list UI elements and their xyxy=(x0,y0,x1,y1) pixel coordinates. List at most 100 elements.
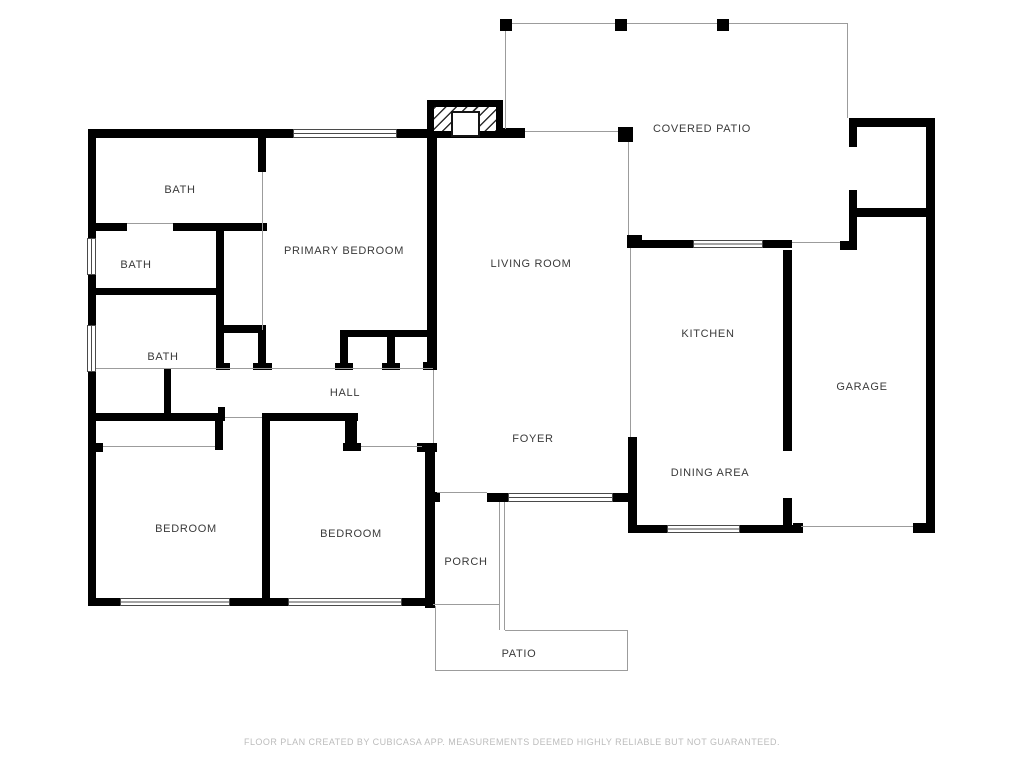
wall-segment xyxy=(783,498,792,533)
wall-segment xyxy=(343,443,361,451)
wall-segment xyxy=(487,493,508,502)
wall-segment xyxy=(849,127,857,147)
wall-segment xyxy=(215,421,223,450)
room-label-bath-3: BATH xyxy=(147,351,179,363)
wall-segment xyxy=(253,363,272,370)
wall-segment xyxy=(216,363,230,370)
room-boundary-line xyxy=(628,142,629,235)
wall-segment xyxy=(88,288,224,295)
room-boundary-line xyxy=(801,526,913,527)
wall-segment xyxy=(88,129,293,138)
wall-segment xyxy=(425,452,435,608)
room-boundary-line xyxy=(847,23,848,118)
wall-segment xyxy=(849,190,857,250)
wall-segment xyxy=(503,128,525,138)
wall-segment xyxy=(630,525,667,533)
wall-segment xyxy=(262,413,358,421)
wall-segment xyxy=(740,525,793,533)
room-boundary-line xyxy=(435,670,627,671)
window-bedroom-2 xyxy=(288,598,402,606)
room-boundary-line xyxy=(627,630,628,671)
room-label-bath-1: BATH xyxy=(164,184,196,196)
window-left-bath-2 xyxy=(87,238,96,275)
wall-segment xyxy=(258,333,266,368)
wall-segment xyxy=(218,407,225,413)
room-label-bath-2: BATH xyxy=(120,259,152,271)
disclaimer-text: FLOOR PLAN CREATED BY CUBICASA APP. MEAS… xyxy=(244,737,780,747)
room-boundary-line xyxy=(361,446,422,447)
wall-segment xyxy=(857,208,927,217)
wall-segment xyxy=(840,241,857,250)
wall-segment xyxy=(88,598,433,606)
room-boundary-line xyxy=(262,172,263,330)
wall-segment xyxy=(642,240,693,248)
room-label-dining-area: DINING AREA xyxy=(670,467,750,479)
room-boundary-line xyxy=(525,131,618,132)
wall-segment xyxy=(783,250,792,451)
wall-segment xyxy=(335,363,353,370)
room-label-porch: PORCH xyxy=(444,556,488,568)
wall-segment xyxy=(397,129,427,138)
wall-segment xyxy=(224,325,266,333)
window-dining-area xyxy=(667,525,740,533)
wall-segment xyxy=(90,223,127,231)
room-label-primary-bedroom: PRIMARY BEDROOM xyxy=(283,245,405,257)
wall-segment xyxy=(93,443,103,452)
room-boundary-line xyxy=(435,606,436,670)
wall-segment xyxy=(216,295,224,368)
room-label-kitchen: KITCHEN xyxy=(681,328,735,340)
room-label-living-room: LIVING ROOM xyxy=(490,258,572,270)
wall-segment xyxy=(926,118,935,533)
patio-post xyxy=(717,19,729,31)
wall-segment xyxy=(173,223,267,231)
wall-segment xyxy=(340,337,348,363)
wall-segment xyxy=(423,362,437,370)
room-boundary-line xyxy=(505,630,627,631)
wall-segment xyxy=(382,363,400,370)
room-label-covered-patio: COVERED PATIO xyxy=(653,123,751,135)
room-label-bedroom-1: BEDROOM xyxy=(155,523,217,535)
room-boundary-line xyxy=(505,23,848,24)
patio-post xyxy=(615,19,627,31)
room-boundary-line xyxy=(437,492,487,493)
wall-segment xyxy=(618,127,633,142)
wall-segment xyxy=(628,437,637,533)
room-boundary-line xyxy=(505,31,506,129)
wall-segment xyxy=(262,421,270,603)
room-label-bedroom-2: BEDROOM xyxy=(320,528,382,540)
window-top-primary-bedroom xyxy=(293,129,397,138)
wall-segment xyxy=(763,240,792,248)
room-boundary-line xyxy=(103,446,215,447)
window-left-bath-3 xyxy=(87,325,96,372)
wall-segment xyxy=(627,235,642,248)
window-bedroom-1 xyxy=(120,598,230,606)
room-label-hall: HALL xyxy=(329,387,361,399)
room-boundary-line xyxy=(127,223,173,224)
room-boundary-line xyxy=(96,368,433,369)
wall-segment xyxy=(216,231,224,295)
wall-segment xyxy=(88,413,225,421)
room-boundary-line xyxy=(433,604,500,605)
wall-segment xyxy=(345,421,357,443)
wall-segment xyxy=(387,337,395,363)
room-boundary-line xyxy=(630,248,631,437)
wall-segment xyxy=(417,443,437,452)
wall-segment xyxy=(427,137,437,363)
wall-segment xyxy=(340,330,433,337)
fireplace-firebox xyxy=(451,111,480,137)
entry-walkway xyxy=(499,502,505,630)
room-boundary-line xyxy=(225,417,262,418)
wall-segment xyxy=(849,118,935,127)
wall-segment xyxy=(913,523,935,533)
wall-segment xyxy=(793,523,803,533)
room-boundary-line xyxy=(792,242,840,243)
wall-segment xyxy=(164,368,171,413)
room-boundary-line xyxy=(433,370,434,443)
front-door xyxy=(508,493,613,502)
wall-segment xyxy=(433,492,440,502)
wall-segment xyxy=(613,493,637,502)
wall-segment xyxy=(258,129,266,172)
patio-post xyxy=(500,19,512,31)
room-label-foyer: FOYER xyxy=(512,433,554,445)
